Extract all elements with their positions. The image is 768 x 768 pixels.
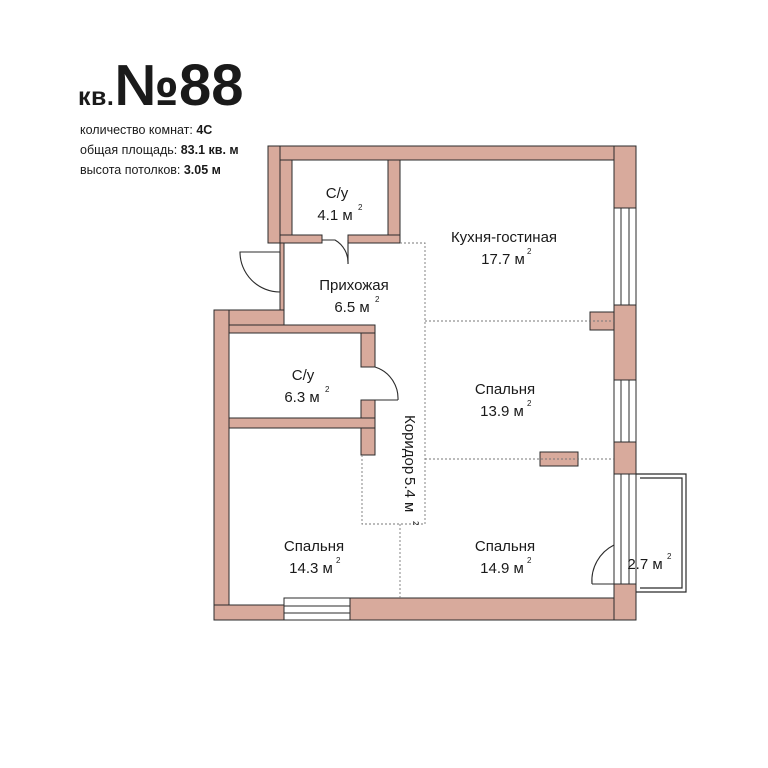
svg-text:2: 2 [358, 203, 363, 212]
balcony-label: 2.7 м 2 [627, 552, 672, 573]
svg-text:2: 2 [667, 552, 672, 561]
door-entrance [239, 251, 281, 293]
svg-text:Кухня-гостиная: Кухня-гостиная [451, 229, 557, 246]
door-bath1 [322, 239, 349, 265]
door-bath2 [374, 366, 399, 401]
svg-text:13.9 м: 13.9 м [480, 403, 524, 420]
svg-text:2: 2 [375, 295, 380, 304]
walls [213, 145, 637, 621]
corridor-outline [361, 242, 426, 525]
window-bedroom-bottom [283, 597, 351, 621]
apartment-info: количество комнат: 4С общая площадь: 83.… [80, 120, 239, 180]
svg-text:Спальня: Спальня [284, 538, 344, 555]
svg-text:5.4 м: 5.4 м [401, 477, 418, 512]
room-corridor-label: Коридор 5.4 м 2 [401, 415, 420, 526]
windows [283, 207, 637, 621]
room-hall-label: Прихожая 6.5 м 2 [319, 277, 389, 316]
room-dividers [361, 242, 614, 598]
svg-text:Спальня: Спальня [475, 538, 535, 555]
svg-text:2: 2 [325, 385, 330, 394]
svg-text:С/у: С/у [292, 367, 315, 384]
svg-text:2.7 м: 2.7 м [627, 556, 662, 573]
svg-text:14.3 м: 14.3 м [289, 560, 333, 577]
svg-text:6.5 м: 6.5 м [334, 299, 369, 316]
apartment-number: №88 [114, 53, 244, 118]
apartment-title: кв.№88 [78, 52, 244, 119]
svg-text:2: 2 [527, 247, 532, 256]
info-rooms: количество комнат: 4С [80, 123, 213, 137]
svg-text:4.1 м: 4.1 м [317, 207, 352, 224]
balcony [636, 473, 687, 593]
room-bath1-label: С/у 4.1 м 2 [317, 185, 363, 224]
svg-text:2: 2 [336, 556, 341, 565]
room-bedroom3-label: Спальня 14.9 м 2 [475, 538, 535, 577]
svg-text:Прихожая: Прихожая [319, 277, 389, 294]
window-balcony-door [613, 473, 637, 585]
apartment-prefix: кв. [78, 83, 115, 111]
svg-text:Спальня: Спальня [475, 381, 535, 398]
room-bedroom1-label: Спальня 13.9 м 2 [475, 381, 535, 420]
svg-text:17.7 м: 17.7 м [481, 251, 525, 268]
window-bedroom [613, 379, 637, 443]
room-kitchen-label: Кухня-гостиная 17.7 м 2 [451, 229, 557, 268]
doors [239, 239, 615, 585]
svg-text:2: 2 [527, 399, 532, 408]
room-bath2-label: С/у 6.3 м 2 [284, 367, 330, 406]
svg-text:2: 2 [527, 556, 532, 565]
info-ceiling: высота потолков: 3.05 м [80, 163, 221, 177]
room-bedroom2-label: Спальня 14.3 м 2 [284, 538, 344, 577]
svg-text:2: 2 [411, 521, 420, 526]
window-kitchen [613, 207, 637, 306]
info-area: общая площадь: 83.1 кв. м [80, 143, 239, 157]
svg-text:С/у: С/у [326, 185, 349, 202]
svg-text:Коридор: Коридор [401, 415, 418, 474]
svg-text:6.3 м: 6.3 м [284, 389, 319, 406]
door-balcony [591, 544, 615, 585]
svg-text:14.9 м: 14.9 м [480, 560, 524, 577]
